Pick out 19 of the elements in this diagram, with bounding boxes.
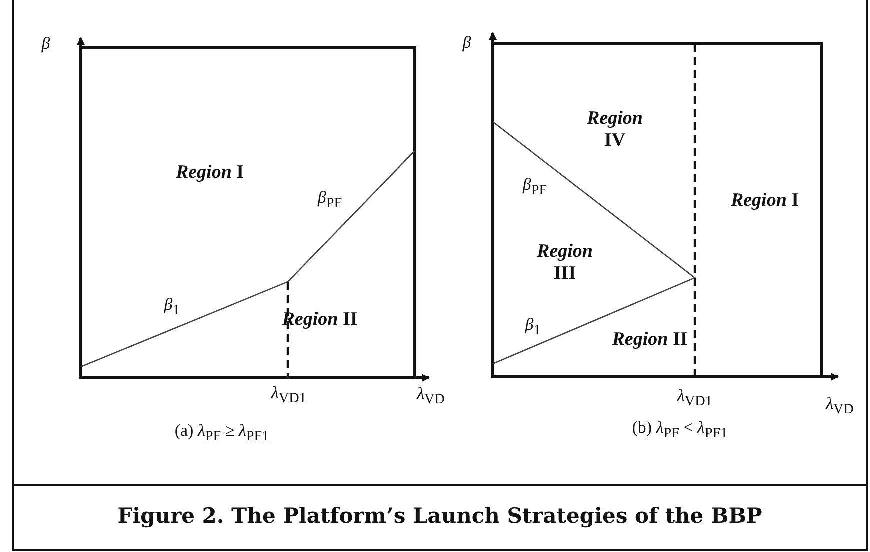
curve-label: β$_{PF}$ — [318, 188, 342, 212]
curve-label: β$_{1}$ — [525, 315, 541, 339]
panel-caption: (a) λ$_{PF}$ ≥ λ$_{PF1}$ — [174, 421, 270, 445]
region-label: Region IV — [586, 108, 644, 152]
region-label: Region II — [611, 329, 689, 351]
region-label: Region III — [536, 241, 594, 285]
region-label: Region II — [282, 309, 358, 331]
panel-caption: (b) λ$_{PF}$ < λ$_{PF1}$ — [632, 418, 728, 442]
curve-label: β$_{1}$ — [164, 295, 180, 319]
figure-caption: Figure 2. The Platform’s Launch Strategies of the BBP — [116, 503, 764, 528]
axis-label: λ$_{VD}$ — [826, 394, 854, 418]
tick-label: λ$_{VD1}$ — [272, 383, 306, 407]
axis-label: λ$_{VD}$ — [417, 384, 445, 408]
curve-label: β$_{PF}$ — [522, 175, 548, 199]
region-label: Region I — [730, 190, 800, 212]
axis-label: β — [42, 34, 50, 54]
region-label: Region I — [176, 162, 244, 184]
tick-label: λ$_{VD1}$ — [678, 386, 712, 410]
axis-label: β — [462, 33, 472, 53]
